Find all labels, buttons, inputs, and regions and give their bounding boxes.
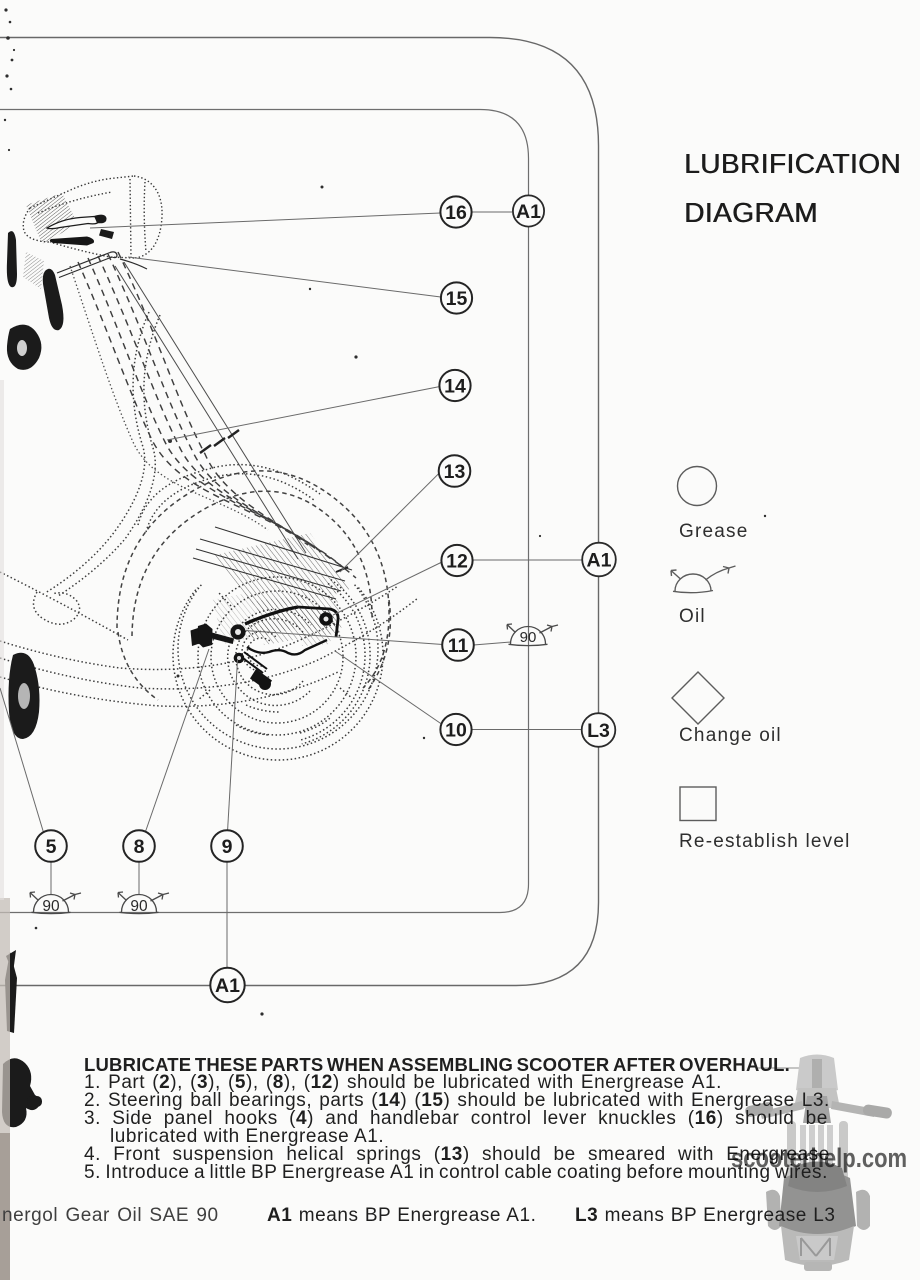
- svg-text:13: 13: [444, 461, 466, 483]
- svg-text:14: 14: [444, 376, 466, 398]
- svg-text:A1: A1: [587, 550, 612, 572]
- svg-text:15: 15: [446, 288, 468, 310]
- svg-text:90: 90: [130, 898, 148, 915]
- svg-text:90: 90: [520, 629, 537, 646]
- svg-text:8: 8: [134, 836, 145, 858]
- svg-text:90: 90: [42, 898, 60, 915]
- svg-text:16: 16: [445, 202, 467, 224]
- svg-text:A1: A1: [215, 975, 240, 997]
- svg-text:5: 5: [46, 836, 57, 858]
- svg-text:A1: A1: [516, 201, 541, 223]
- svg-text:11: 11: [448, 635, 469, 657]
- svg-text:L3: L3: [587, 720, 610, 742]
- svg-text:9: 9: [222, 836, 233, 858]
- svg-text:10: 10: [445, 720, 467, 742]
- svg-text:12: 12: [446, 551, 468, 573]
